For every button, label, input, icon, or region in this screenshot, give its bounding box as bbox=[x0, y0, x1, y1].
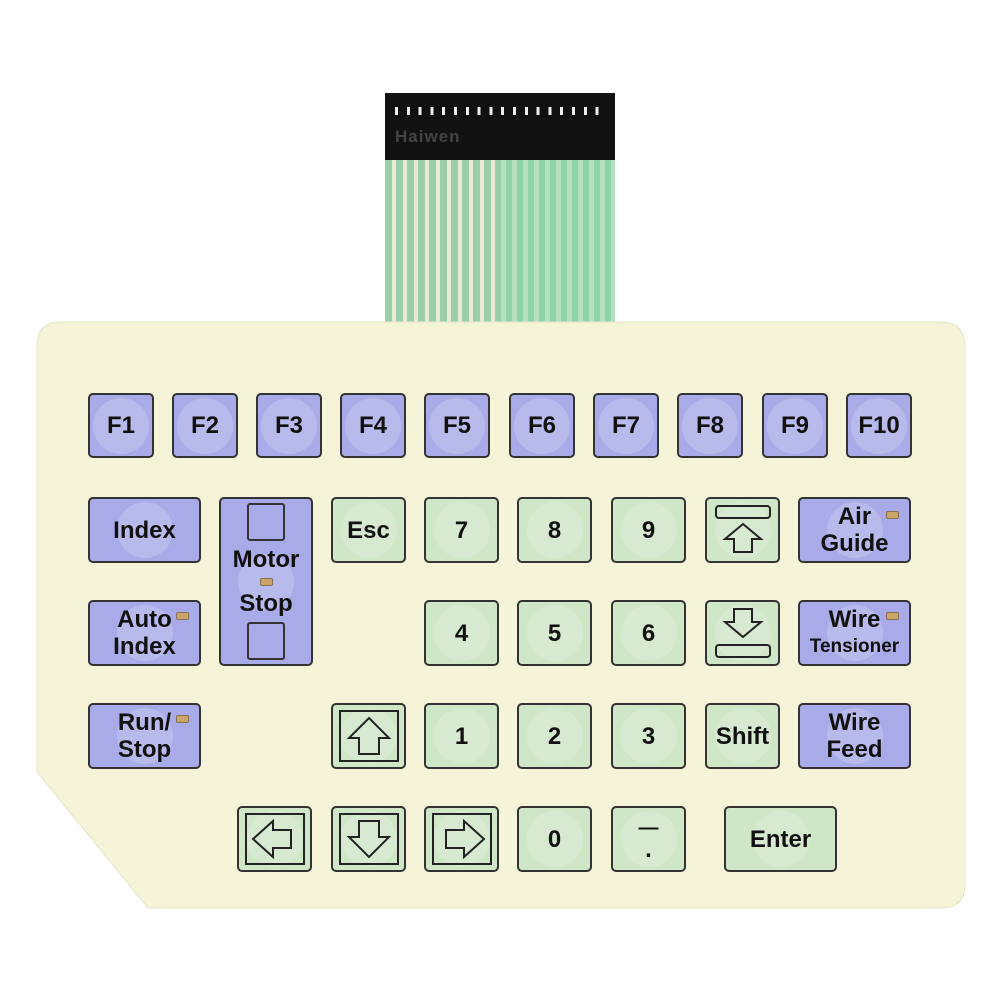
connector-pins bbox=[395, 107, 607, 115]
key-label: Auto bbox=[117, 606, 172, 633]
key-8[interactable]: 8 bbox=[517, 497, 592, 563]
key-f9[interactable]: F9 bbox=[762, 393, 828, 458]
key-index[interactable]: Index bbox=[88, 497, 201, 563]
key-label: F1 bbox=[106, 412, 135, 439]
auto-index-led bbox=[176, 612, 189, 620]
run-stop-led bbox=[176, 715, 189, 723]
stop-square-icon bbox=[247, 622, 285, 660]
key-arrow-down[interactable] bbox=[331, 806, 406, 872]
key-shift[interactable]: Shift bbox=[705, 703, 780, 769]
key-label: 5 bbox=[547, 619, 562, 647]
arrow-left-icon bbox=[244, 813, 305, 865]
key-label: Air bbox=[837, 503, 872, 530]
key-label: Stop bbox=[117, 736, 172, 763]
key-page-down[interactable] bbox=[705, 600, 780, 666]
key-1[interactable]: 1 bbox=[424, 703, 499, 769]
connector: Haiwen bbox=[385, 93, 615, 160]
arrow-right-icon bbox=[431, 813, 492, 865]
key-f5[interactable]: F5 bbox=[424, 393, 490, 458]
key-label: 3 bbox=[641, 722, 656, 750]
motor-square-icon bbox=[247, 503, 285, 541]
key-f8[interactable]: F8 bbox=[677, 393, 743, 458]
key-f2[interactable]: F2 bbox=[172, 393, 238, 458]
key-arrow-left[interactable] bbox=[237, 806, 312, 872]
key-label: Index bbox=[113, 633, 176, 660]
key-label: Motor bbox=[232, 545, 300, 573]
motor-led bbox=[259, 577, 273, 586]
key-label: F5 bbox=[442, 412, 471, 439]
key-motor-stop[interactable]: Motor Stop bbox=[219, 497, 313, 666]
key-label: Run/ bbox=[117, 709, 172, 736]
key-5[interactable]: 5 bbox=[517, 600, 592, 666]
key-7[interactable]: 7 bbox=[424, 497, 499, 563]
key-label: 1 bbox=[454, 722, 469, 750]
key-label: 8 bbox=[547, 516, 562, 544]
arrow-down-icon bbox=[338, 813, 399, 865]
key-page-up[interactable] bbox=[705, 497, 780, 563]
key-arrow-right[interactable] bbox=[424, 806, 499, 872]
key-4[interactable]: 4 bbox=[424, 600, 499, 666]
key-2[interactable]: 2 bbox=[517, 703, 592, 769]
key-label: Guide bbox=[820, 530, 889, 557]
arrow-up-icon bbox=[338, 710, 399, 762]
key-label: Wire bbox=[828, 606, 881, 633]
key-label: Stop bbox=[239, 590, 293, 618]
air-guide-led bbox=[886, 511, 899, 519]
key-f7[interactable]: F7 bbox=[593, 393, 659, 458]
key-label: — bbox=[638, 817, 659, 839]
key-label: F2 bbox=[190, 412, 219, 439]
key-label: 6 bbox=[641, 619, 656, 647]
key-arrow-up[interactable] bbox=[331, 703, 406, 769]
key-esc[interactable]: Esc bbox=[331, 497, 406, 563]
key-label: 7 bbox=[454, 516, 469, 544]
key-label: F7 bbox=[611, 412, 640, 439]
page-up-icon bbox=[714, 505, 771, 553]
key-9[interactable]: 9 bbox=[611, 497, 686, 563]
key-label: 4 bbox=[454, 619, 469, 647]
key-label: Wire bbox=[828, 709, 881, 736]
key-label: F4 bbox=[358, 412, 387, 439]
key-label: F6 bbox=[527, 412, 556, 439]
wire-tensioner-led bbox=[886, 612, 899, 620]
key-label: 0 bbox=[547, 825, 562, 853]
key-f4[interactable]: F4 bbox=[340, 393, 406, 458]
key-6[interactable]: 6 bbox=[611, 600, 686, 666]
connector-brand: Haiwen bbox=[395, 127, 461, 146]
key-label: Feed bbox=[826, 736, 883, 763]
key-label: Esc bbox=[347, 516, 390, 544]
key-label: 9 bbox=[641, 516, 656, 544]
key-f6[interactable]: F6 bbox=[509, 393, 575, 458]
key-label: F10 bbox=[858, 412, 900, 439]
key-f1[interactable]: F1 bbox=[88, 393, 154, 458]
key-3[interactable]: 3 bbox=[611, 703, 686, 769]
key-label: F9 bbox=[780, 412, 809, 439]
key-label: . bbox=[645, 836, 652, 863]
key-label: F8 bbox=[695, 412, 724, 439]
key-f3[interactable]: F3 bbox=[256, 393, 322, 458]
key-minus-dot[interactable]: —. bbox=[611, 806, 686, 872]
key-label: Index bbox=[113, 516, 176, 544]
key-label: F3 bbox=[274, 412, 303, 439]
key-enter[interactable]: Enter bbox=[724, 806, 837, 872]
key-label: Shift bbox=[715, 722, 770, 750]
key-run-stop[interactable]: Run/Stop bbox=[88, 703, 201, 769]
key-f10[interactable]: F10 bbox=[846, 393, 912, 458]
key-0[interactable]: 0 bbox=[517, 806, 592, 872]
key-label: 2 bbox=[547, 722, 562, 750]
key-label: Enter bbox=[749, 825, 812, 853]
page-down-icon bbox=[714, 608, 771, 658]
key-label: Tensioner bbox=[809, 636, 900, 657]
